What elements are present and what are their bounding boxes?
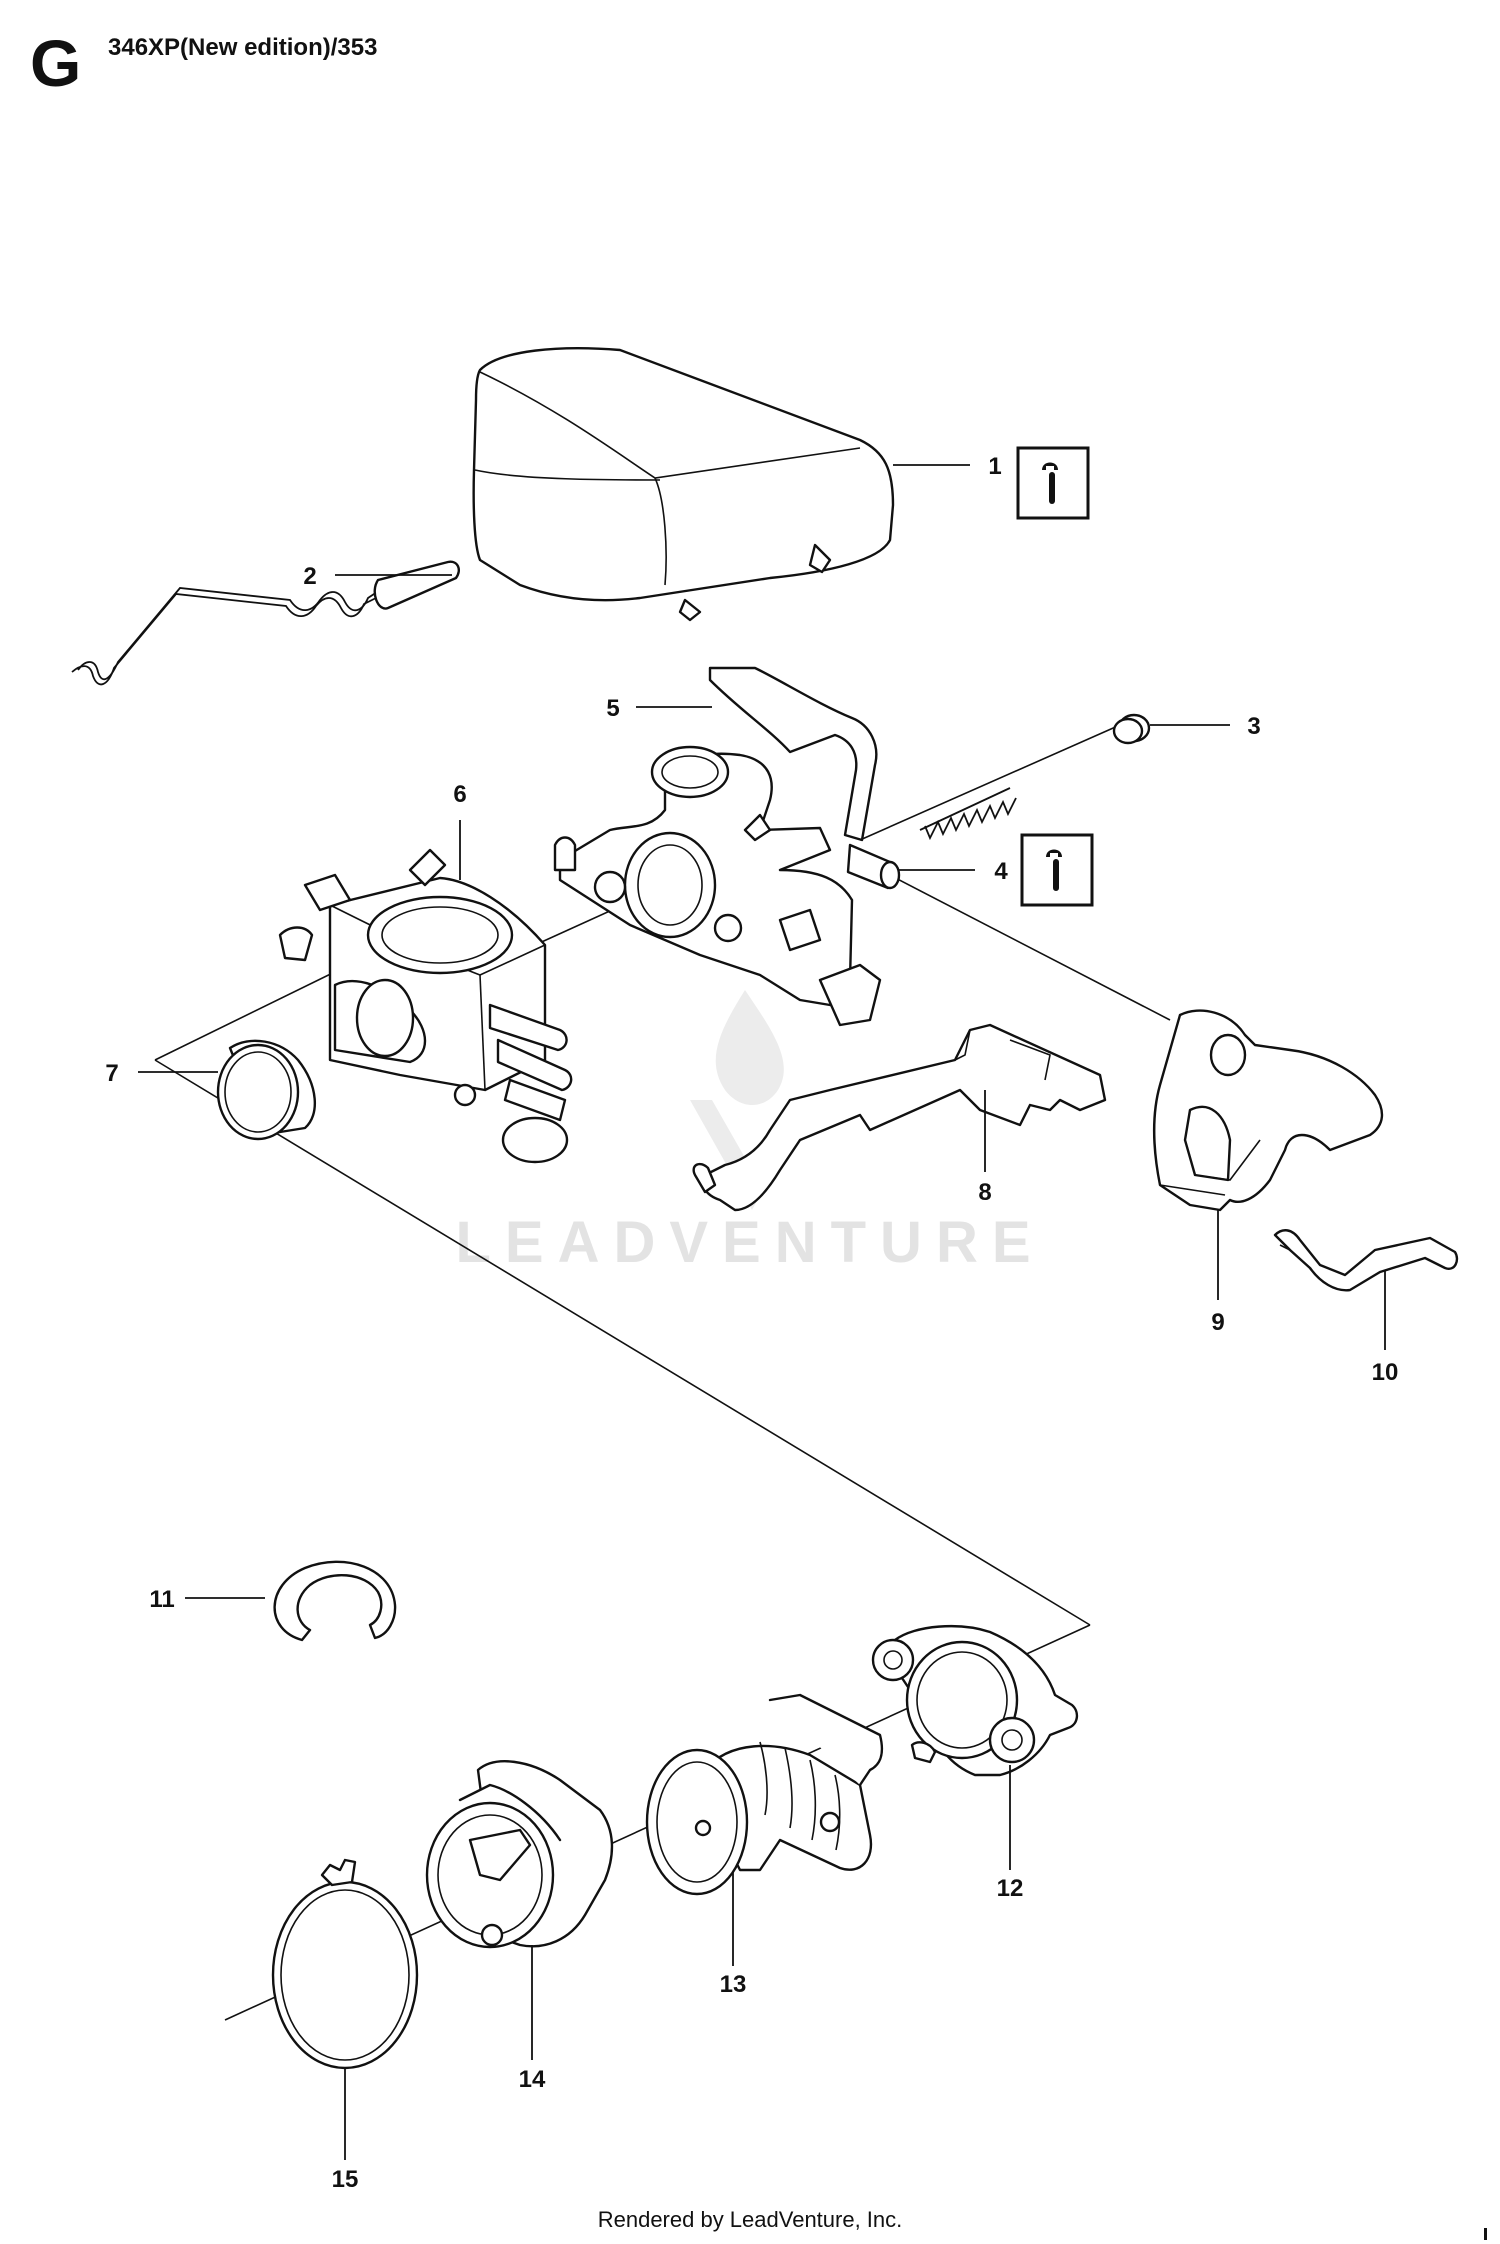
part-8-throttle-rod[interactable]: [692, 1023, 1107, 1212]
part-4-throttle-pin[interactable]: [846, 843, 901, 890]
callout-10[interactable]: 10: [1372, 1359, 1399, 1386]
callout-2[interactable]: 2: [303, 563, 316, 590]
spring: [919, 787, 1017, 841]
watermark-text: LEADVENTURE: [455, 1210, 1044, 1275]
info-icon-part-1[interactable]: [1016, 446, 1090, 520]
part-10-spring-clip[interactable]: [1273, 1229, 1459, 1292]
part-9-throttle-housing[interactable]: [1153, 1009, 1384, 1212]
footer-credit: Rendered by LeadVenture, Inc.: [597, 2207, 903, 2232]
callout-11[interactable]: 11: [149, 1586, 174, 1613]
callout-8[interactable]: 8: [978, 1179, 991, 1206]
callout-13[interactable]: 13: [720, 1971, 747, 1998]
part-11-retaining-ring[interactable]: [273, 1560, 397, 1642]
part-15-hose-clamp[interactable]: [271, 1858, 419, 2070]
part-13-intake-boot[interactable]: [645, 1693, 884, 1896]
callout-14[interactable]: 14: [519, 2066, 546, 2093]
watermark: LEADVENTURE: [455, 990, 1044, 1275]
axis-line-screw: [859, 724, 1121, 841]
part-12-clamp[interactable]: [871, 1624, 1079, 1777]
callout-6[interactable]: 6: [453, 781, 466, 808]
part-14-flange[interactable]: [425, 1760, 614, 1949]
part-5-bracket[interactable]: [553, 666, 882, 1027]
part-3-grommet[interactable]: [1112, 713, 1151, 745]
part-1-air-filter-cover[interactable]: [472, 346, 895, 622]
callout-4[interactable]: 4: [994, 858, 1008, 885]
callout-3[interactable]: 3: [1247, 713, 1260, 740]
axis-line-upper: [154, 1059, 1091, 1626]
callout-9[interactable]: 9: [1211, 1309, 1224, 1336]
callout-12[interactable]: 12: [997, 1875, 1024, 1902]
axis-line-throttle: [879, 869, 1171, 1021]
wrench-icon: [1053, 859, 1059, 891]
section-letter: G: [30, 26, 82, 100]
info-icon-part-4[interactable]: [1020, 833, 1094, 907]
part-2-choke-rod[interactable]: [71, 560, 460, 686]
callout-7[interactable]: 7: [105, 1060, 118, 1087]
adjusting-screws: [453, 1003, 573, 1164]
wrench-icon: [1049, 472, 1055, 504]
corner-mark: [1484, 2228, 1487, 2240]
callout-5[interactable]: 5: [606, 695, 619, 722]
page-title: 346XP(New edition)/353: [108, 34, 378, 61]
part-7-gasket[interactable]: [216, 1039, 316, 1141]
callout-15[interactable]: 15: [332, 2166, 359, 2193]
callout-labels: 1 2 3 4 5 6 7 8 9 10 11 12 13 14 15: [105, 453, 1398, 2193]
part-6-carburettor[interactable]: [278, 848, 573, 1164]
callout-1[interactable]: 1: [988, 453, 1001, 480]
leader-lines: [138, 464, 1386, 2160]
